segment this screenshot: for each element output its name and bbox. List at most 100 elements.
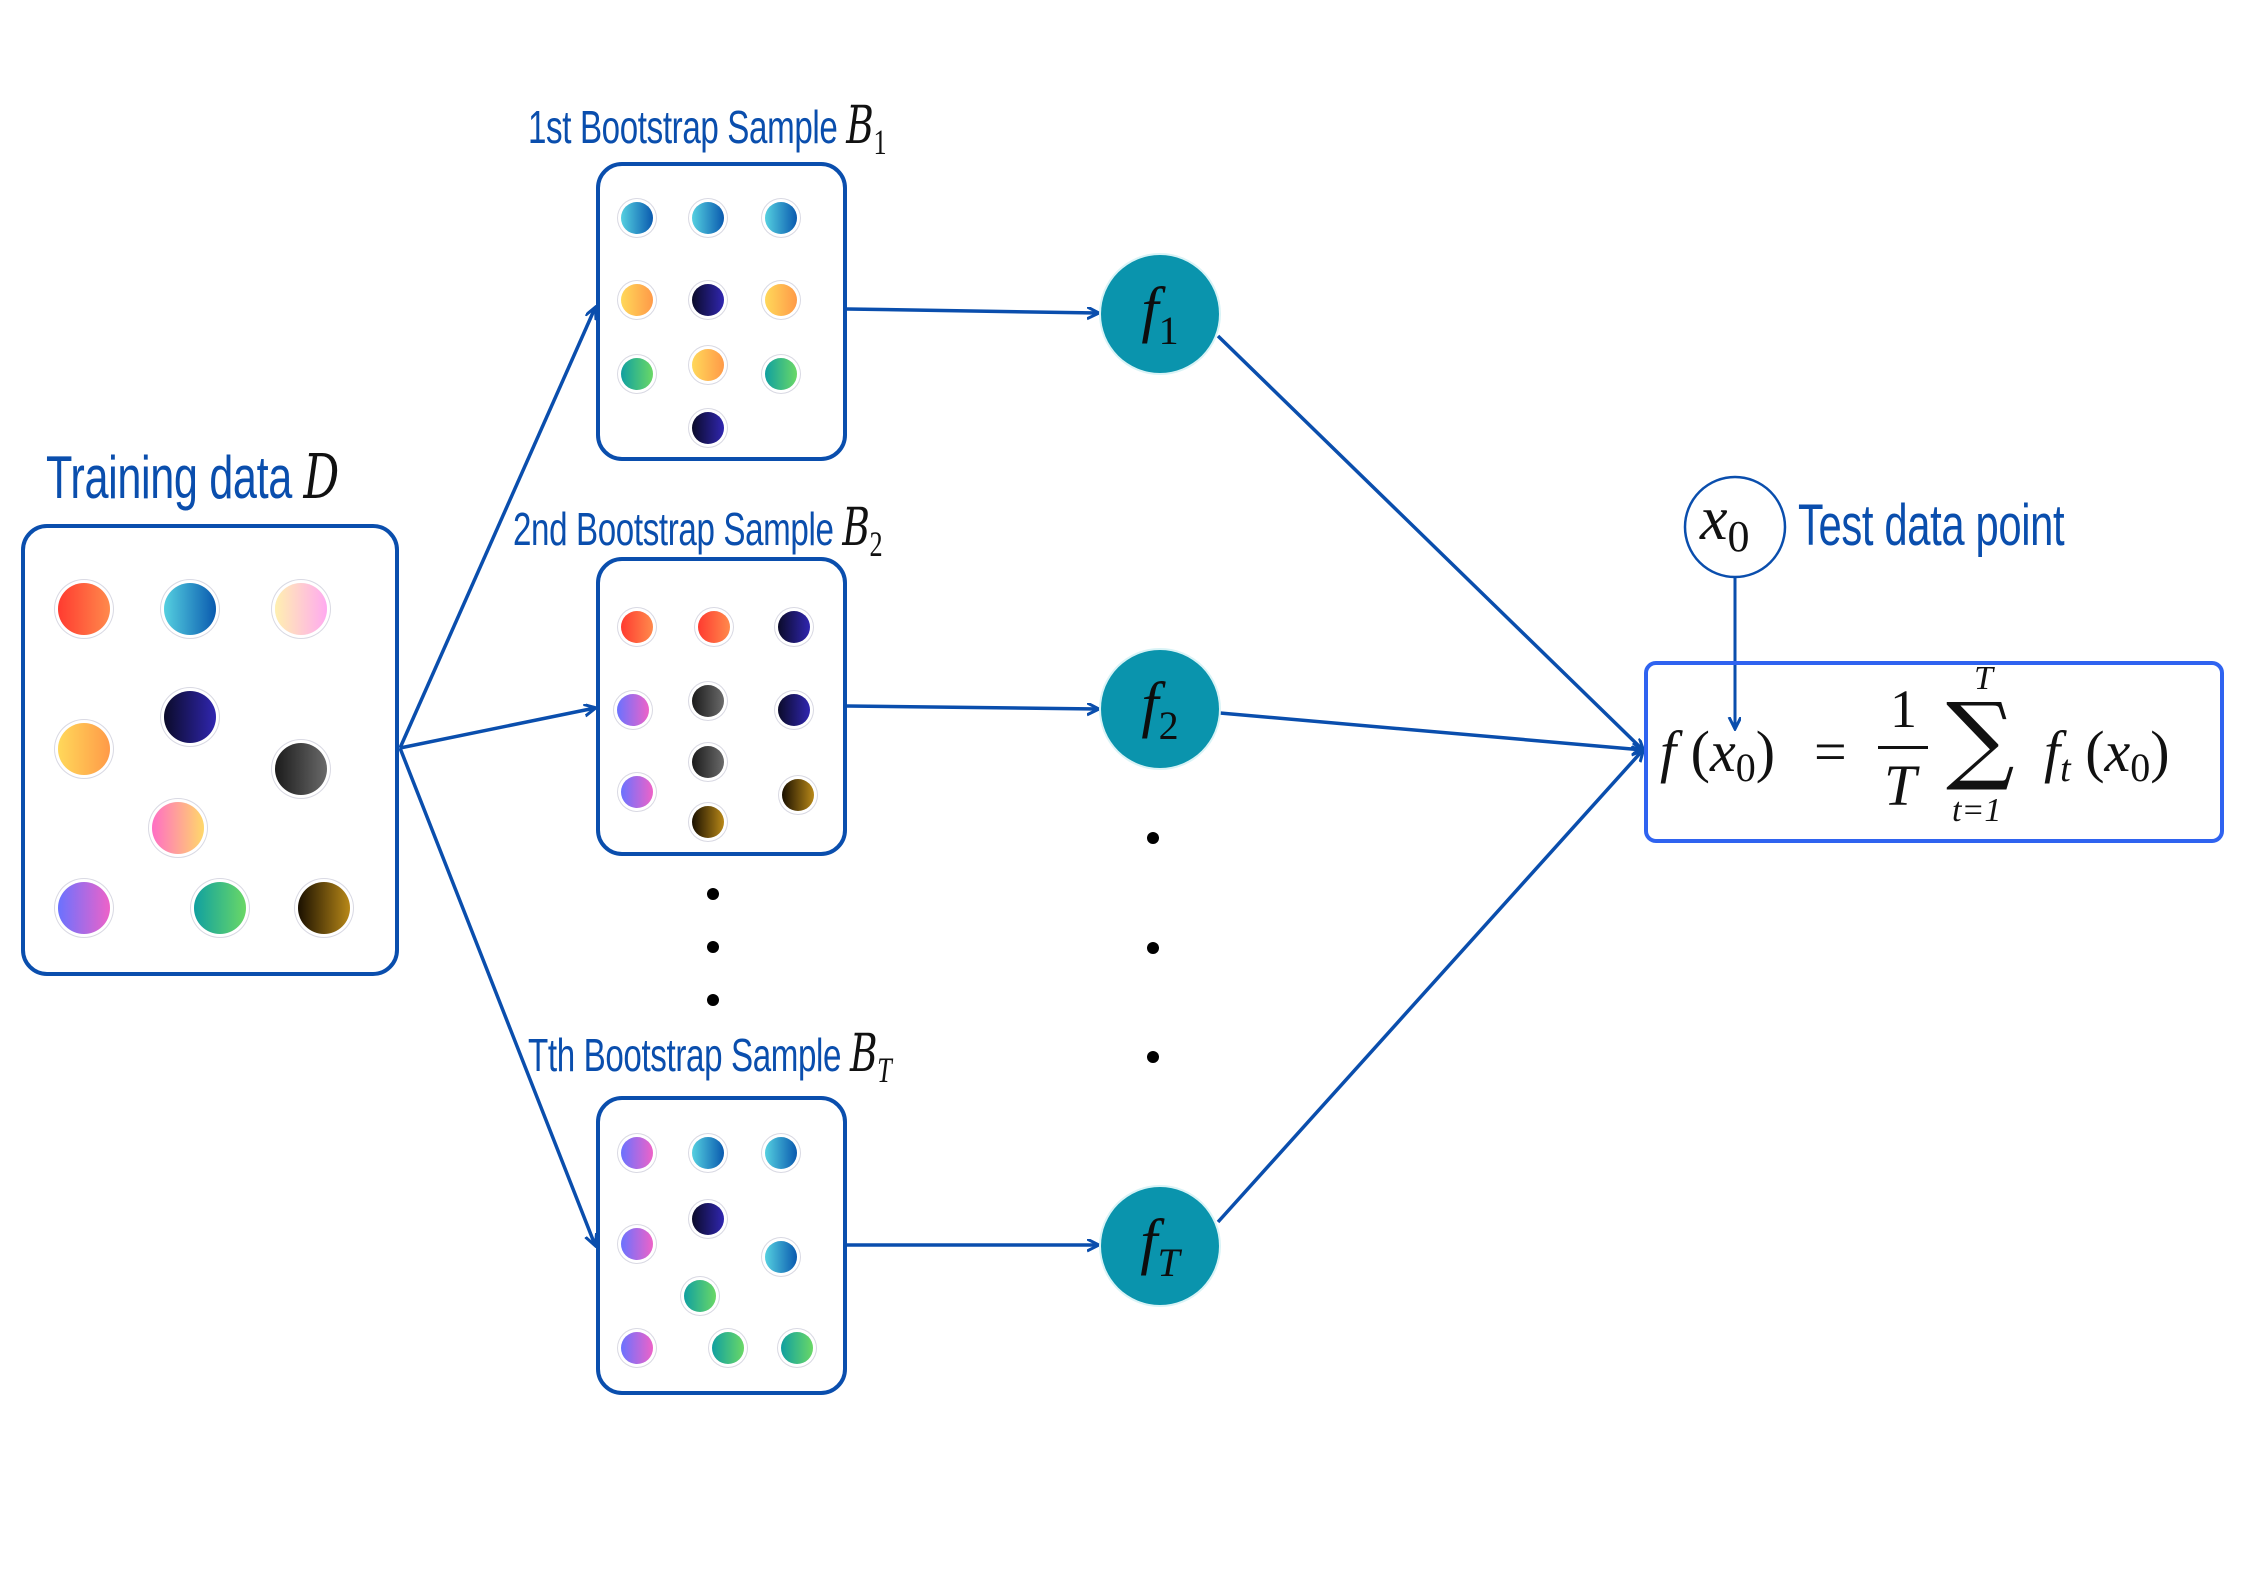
formula-frac-bar [1878,746,1928,749]
bootstrap-data-point [692,746,724,778]
training-label-text: Training data [46,444,292,511]
training-data-point [152,802,204,854]
training-data-point [164,583,216,635]
bootstrap-data-point [712,1332,744,1364]
bootstrap-data-point [684,1280,716,1312]
training-symbol: D [303,440,340,513]
formula-rhs-arg: x [2104,719,2131,784]
bootstrap-data-point [692,284,724,316]
sample-ellipsis-dot [707,941,719,953]
sample-1-symbol: B [846,96,874,156]
bootstrap-data-point [621,776,653,808]
formula-sum-symbol: ∑ [1946,682,2015,794]
bootstrap-data-point [692,1203,724,1235]
formula-lhs-arg: x [1709,719,1736,784]
model-1-symbol: f [1141,275,1159,344]
training-data-point [58,583,110,635]
bootstrap-data-point [621,202,653,234]
model-2-subscript: 2 [1158,702,1179,748]
model-ellipsis-dot [1147,1051,1159,1063]
arrow-b1-to-f1 [846,309,1098,313]
bootstrap-data-point [692,202,724,234]
formula-lhs: f (x0) [1660,719,1776,790]
formula-lhs-fn: f [1660,719,1677,784]
bootstrap-data-point [782,779,814,811]
arrow-b2-to-f2 [846,706,1098,709]
bootstrap-data-point [765,358,797,390]
training-data-point [275,583,327,635]
training-data-point [58,882,110,934]
bootstrap-data-point [621,1228,653,1260]
training-data-point [194,882,246,934]
bootstrap-data-point [692,806,724,838]
model-node-t: fT [1101,1187,1219,1305]
bootstrap-data-point [765,1137,797,1169]
bootstrap-data-point [621,1332,653,1364]
sample-label-1-text: 1st Bootstrap Sample [528,101,838,153]
arrow-train-to-b2 [399,708,595,750]
formula: f (x0) = 1 T T ∑ t=1 ft (x0) [1656,660,2216,838]
bootstrap-data-point [781,1332,813,1364]
test-point-x: x [1700,485,1728,553]
training-data-point [58,723,110,775]
model-t-subscript: T [1157,1239,1180,1285]
formula-sum-lower: t=1 [1952,792,2002,829]
bootstrap-data-point [621,1137,653,1169]
sample-label-2: 2nd Bootstrap Sample B2 [513,498,883,565]
bootstrap-data-point [765,202,797,234]
bootstrap-data-point [692,349,724,381]
arrow-ft-to-formula [1216,750,1643,1224]
test-point-label: Test data point [1798,493,2065,558]
test-point-circle [1683,475,1787,579]
sample-label-1: 1st Bootstrap Sample B1 [528,96,887,163]
model-ellipsis-dot [1147,832,1159,844]
bootstrap-data-point [621,611,653,643]
formula-equals: = [1814,719,1847,784]
test-point-symbol: x0 [1700,484,1750,562]
bootstrap-data-point [621,358,653,390]
bootstrap-data-point [698,611,730,643]
sample-1-subscript: 1 [873,121,887,162]
sample-label-2-text: 2nd Bootstrap Sample [513,503,834,555]
training-data-point [164,691,216,743]
arrow-f1-to-formula [1216,334,1643,750]
sample-t-symbol: B [849,1024,878,1084]
formula-sum-upper: T [1974,660,1993,697]
model-1-subscript: 1 [1158,307,1179,353]
sample-label-t-text: Tth Bootstrap Sample [528,1029,842,1081]
model-node-1: f1 [1101,255,1219,373]
formula-rhs: ft (x0) [2044,719,2170,790]
formula-rhs-sub: t [2060,748,2071,790]
training-label: Training data D [46,440,339,513]
sample-2-symbol: B [842,498,870,558]
bootstrap-data-point [778,611,810,643]
sample-label-t: Tth Bootstrap Sample BT [528,1024,892,1091]
bootstrap-data-point [692,685,724,717]
sample-ellipsis-dot [707,994,719,1006]
training-data-point [298,882,350,934]
training-data-point [275,743,327,795]
bootstrap-data-point [692,1137,724,1169]
bootstrap-data-point [621,284,653,316]
model-t-symbol: f [1140,1207,1158,1276]
model-ellipsis-dot [1147,942,1159,954]
formula-box [1644,661,2224,843]
bootstrap-data-point [765,284,797,316]
model-node-2: f2 [1101,650,1219,768]
sample-2-subscript: 2 [869,523,883,564]
formula-frac-num: 1 [1890,679,1917,739]
sample-t-subscript: T [877,1049,892,1090]
formula-rhs-arg-sub: 0 [2130,745,2151,790]
arrow-train-to-b1 [398,308,595,749]
formula-frac-den: T [1884,753,1917,818]
arrow-train-to-bt [398,747,595,1245]
model-2-symbol: f [1141,670,1159,739]
bootstrap-data-point [617,694,649,726]
sample-ellipsis-dot [707,888,719,900]
formula-rhs-fn: f [2044,719,2061,784]
bootstrap-data-point [765,1241,797,1273]
bootstrap-data-point [778,694,810,726]
arrow-f2-to-formula [1219,711,1643,750]
test-point-subscript: 0 [1727,512,1750,561]
